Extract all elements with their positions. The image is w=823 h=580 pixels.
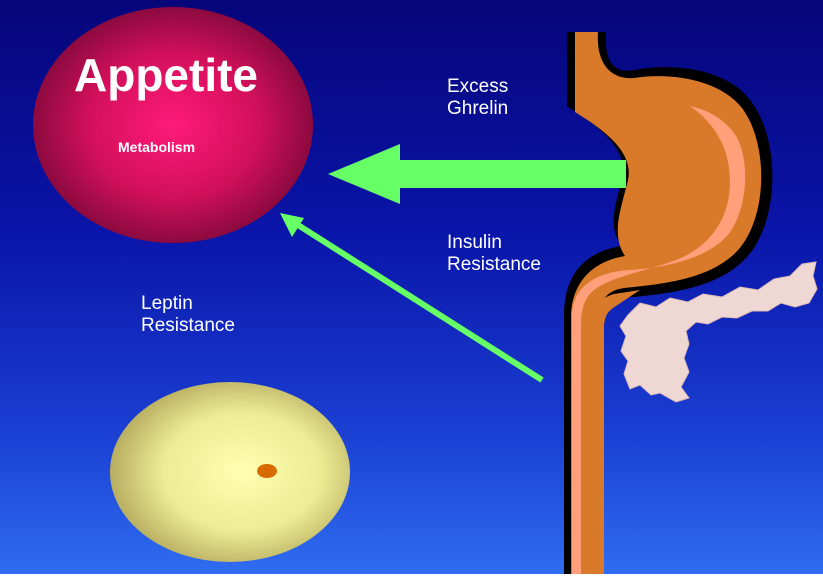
appetite-circle	[33, 7, 313, 243]
fat-cell-icon	[110, 382, 350, 562]
leptin-label-line-1: Leptin	[141, 293, 235, 315]
insulin-label-line-2: Resistance	[447, 254, 541, 276]
excess-ghrelin-label: Excess Ghrelin	[447, 76, 508, 121]
appetite-title: Appetite	[74, 48, 258, 102]
insulin-label-line-1: Insulin	[447, 232, 541, 254]
ghrelin-label-line-2: Ghrelin	[447, 98, 508, 120]
ghrelin-label-line-1: Excess	[447, 76, 508, 98]
metabolism-label: Metabolism	[118, 139, 195, 156]
leptin-resistance-label: Leptin Resistance	[141, 293, 235, 338]
ghrelin-arrow	[328, 144, 626, 204]
leptin-label-line-2: Resistance	[141, 315, 235, 337]
fat-cell-nucleus	[257, 464, 277, 478]
insulin-resistance-label: Insulin Resistance	[447, 232, 541, 277]
